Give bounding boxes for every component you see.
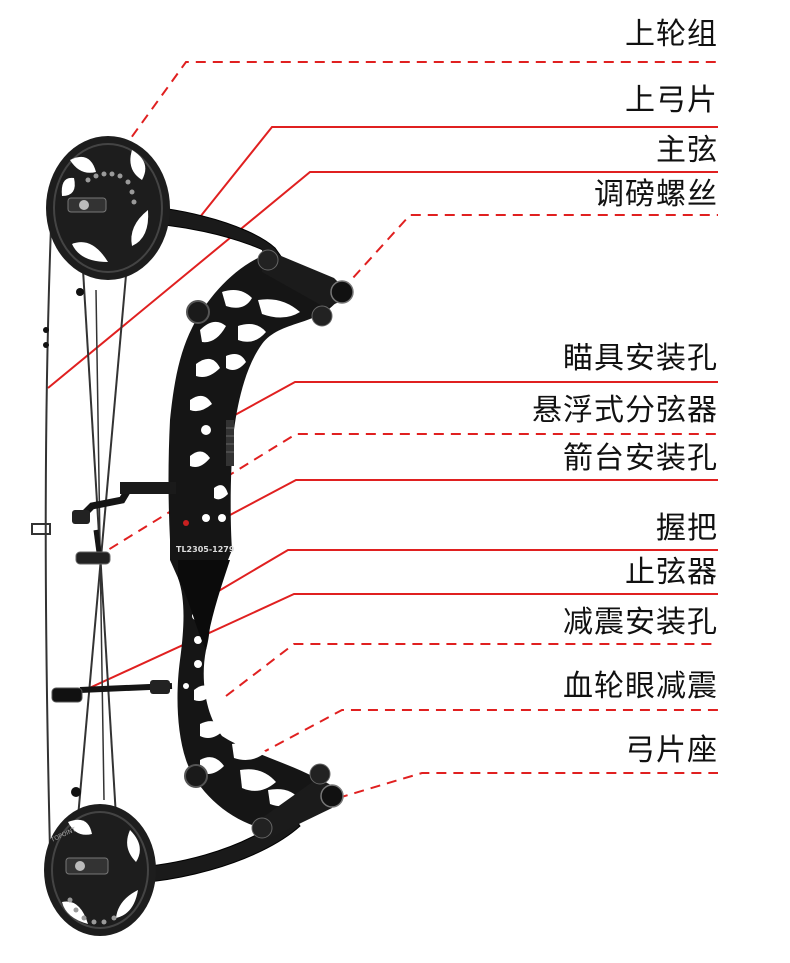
lower-cam: TOPOINT	[44, 787, 156, 936]
label-string-stop: 止弦器	[625, 555, 718, 590]
riser-grip	[178, 560, 230, 650]
cable-2	[75, 229, 131, 841]
leader-line-upper-limb	[199, 126, 718, 218]
label-rest-mount: 箭台安装孔	[563, 441, 718, 476]
label-blood-wheel-damper: 血轮眼减震	[563, 669, 718, 704]
leader-line-tiller-bolt	[341, 214, 718, 291]
lower-limb-pocket	[184, 763, 344, 839]
label-main-string: 主弦	[656, 133, 718, 168]
label-limb-pocket: 弓片座	[625, 733, 718, 768]
leader-line-floating-cable-guard	[94, 433, 718, 559]
leader-line-stabilizer-mount	[225, 643, 718, 697]
riser-body	[168, 258, 338, 828]
leader-line-string-stop	[71, 593, 718, 697]
riser-serial-text: TL2305-1279	[176, 545, 235, 554]
string-stop	[51, 680, 173, 703]
label-grip: 握把	[656, 511, 718, 546]
label-floating-cable-guard: 悬浮式分弦器	[532, 393, 718, 428]
leader-line-upper-cam	[101, 61, 718, 179]
string-serving	[31, 327, 51, 535]
riser: TL2305-1279	[168, 258, 338, 828]
label-upper-cam: 上轮组	[625, 17, 718, 52]
bow-string	[44, 199, 53, 851]
label-upper-limb: 上弓片	[625, 83, 718, 118]
label-stabilizer-mount: 减震安装孔	[563, 605, 718, 640]
upper-limb-pocket	[186, 248, 354, 327]
label-tiller-bolt: 调磅螺丝	[594, 177, 718, 212]
label-sight-mount: 瞄具安装孔	[563, 341, 718, 376]
upper-cam	[46, 136, 170, 296]
cable-guard	[72, 482, 176, 565]
leader-line-limb-pocket	[337, 772, 718, 799]
strings	[44, 199, 131, 851]
leader-line-rest-mount	[197, 479, 718, 533]
leader-line-grip	[199, 549, 718, 603]
leader-line-main-string	[47, 171, 718, 389]
